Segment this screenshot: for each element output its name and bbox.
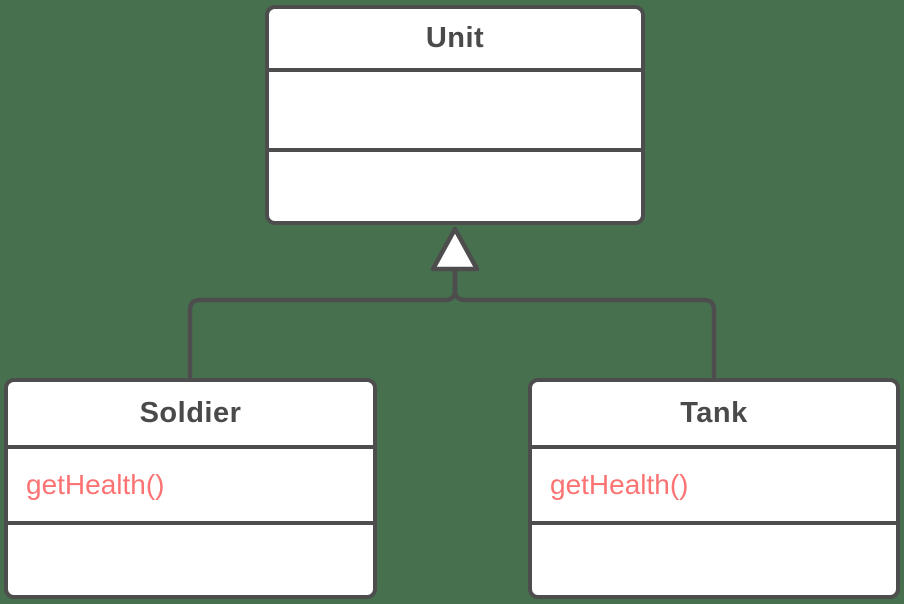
soldier-empty-compartment <box>8 521 373 595</box>
unit-attributes-compartment <box>269 68 641 148</box>
tank-empty-compartment <box>532 521 896 595</box>
class-name-soldier: Soldier <box>139 397 242 429</box>
class-box-tank[interactable]: Tank getHealth() <box>528 378 900 599</box>
tank-methods-compartment: getHealth() <box>532 445 896 521</box>
class-box-soldier[interactable]: Soldier getHealth() <box>4 378 377 599</box>
class-name-tank: Tank <box>680 397 748 429</box>
generalization-arrowhead-icon <box>430 226 480 272</box>
connector-soldier-to-unit[interactable] <box>187 266 458 380</box>
class-box-unit[interactable]: Unit <box>265 5 645 225</box>
class-name-unit: Unit <box>425 22 485 54</box>
soldier-methods-compartment: getHealth() <box>8 445 373 521</box>
connector-tank-to-unit[interactable] <box>452 266 717 380</box>
unit-operations-compartment <box>269 148 641 221</box>
